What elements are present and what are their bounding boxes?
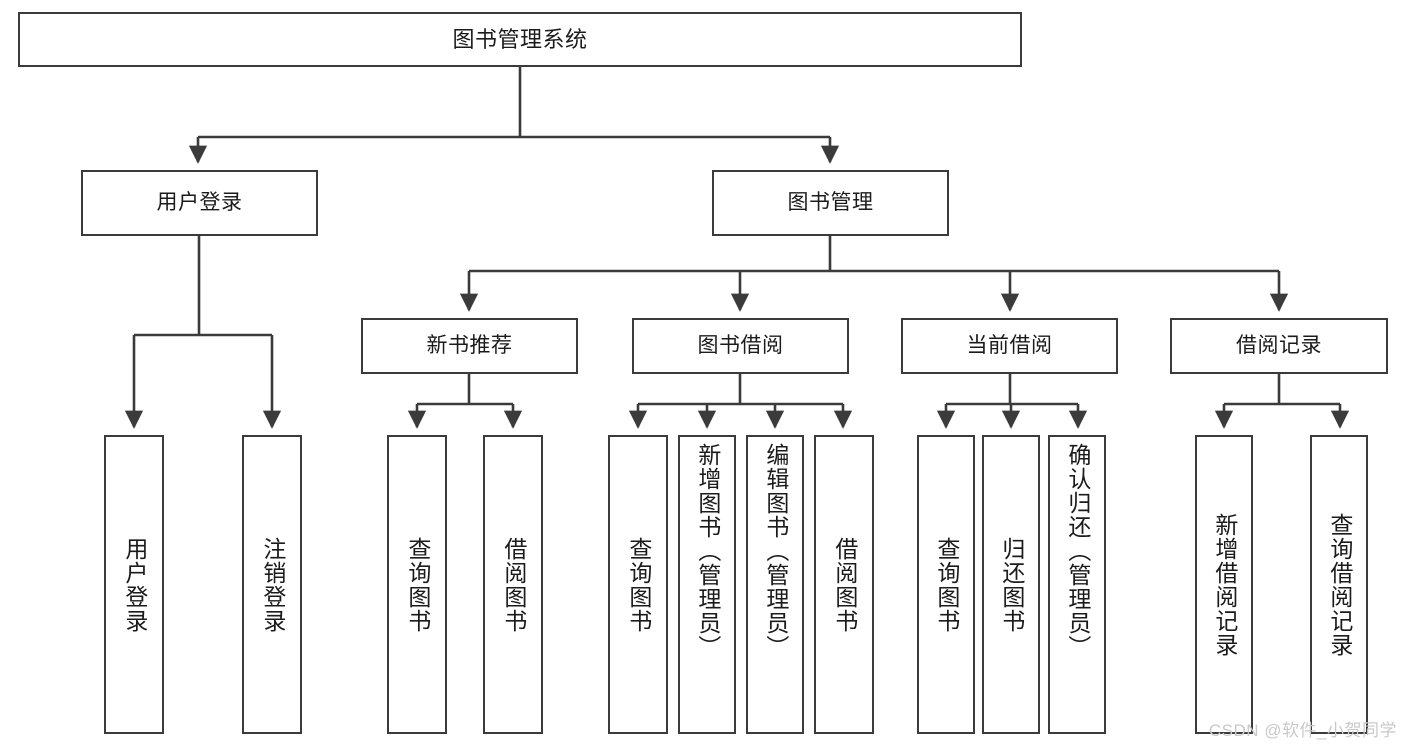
node-leaf-add-book-label: 新增图书（管理员） — [694, 443, 721, 659]
node-book-borrow[interactable]: 图书借阅 — [632, 318, 849, 374]
node-leaf-query-book-1-label: 查询图书 — [404, 536, 431, 633]
node-borrow-record[interactable]: 借阅记录 — [1170, 318, 1388, 374]
node-leaf-add-record-label: 新增借阅记录 — [1211, 512, 1238, 657]
node-current-borrow[interactable]: 当前借阅 — [901, 318, 1118, 374]
node-leaf-user-logout[interactable]: 注销登录 — [242, 435, 302, 734]
node-leaf-user-login[interactable]: 用户登录 — [104, 435, 164, 734]
node-user-login[interactable]: 用户登录 — [81, 170, 318, 236]
node-leaf-user-login-label: 用户登录 — [121, 536, 148, 633]
node-leaf-edit-book[interactable]: 编辑图书（管理员） — [746, 435, 804, 734]
node-borrow-record-label: 借阅记录 — [1236, 333, 1322, 357]
node-book-manage[interactable]: 图书管理 — [712, 170, 949, 236]
node-root[interactable]: 图书管理系统 — [18, 12, 1022, 67]
node-leaf-borrow-book-2[interactable]: 借阅图书 — [814, 435, 874, 734]
node-leaf-query-book-1[interactable]: 查询图书 — [387, 435, 447, 734]
node-book-borrow-label: 图书借阅 — [697, 333, 784, 357]
node-root-label: 图书管理系统 — [452, 26, 588, 52]
node-leaf-borrow-book-1-label: 借阅图书 — [500, 536, 527, 633]
node-leaf-borrow-book-1[interactable]: 借阅图书 — [483, 435, 543, 734]
node-leaf-query-book-3-label: 查询图书 — [933, 536, 960, 633]
node-leaf-return-book-label: 归还图书 — [998, 536, 1025, 633]
node-leaf-query-book-2-label: 查询图书 — [625, 536, 652, 633]
node-book-manage-label: 图书管理 — [787, 190, 874, 214]
node-user-login-label: 用户登录 — [156, 190, 243, 214]
node-leaf-confirm-return[interactable]: 确认归还（管理员） — [1048, 435, 1106, 734]
node-leaf-borrow-book-2-label: 借阅图书 — [831, 536, 858, 633]
node-leaf-query-book-2[interactable]: 查询图书 — [608, 435, 668, 734]
node-new-book-recommend-label: 新书推荐 — [426, 333, 513, 357]
node-leaf-confirm-return-label: 确认归还（管理员） — [1064, 443, 1091, 659]
node-leaf-add-book[interactable]: 新增图书（管理员） — [678, 435, 736, 734]
node-leaf-add-record[interactable]: 新增借阅记录 — [1195, 435, 1253, 734]
node-leaf-query-book-3[interactable]: 查询图书 — [917, 435, 975, 734]
node-current-borrow-label: 当前借阅 — [966, 333, 1053, 357]
node-leaf-edit-book-label: 编辑图书（管理员） — [762, 443, 789, 659]
node-leaf-user-logout-label: 注销登录 — [259, 536, 286, 633]
node-new-book-recommend[interactable]: 新书推荐 — [361, 318, 578, 374]
node-leaf-return-book[interactable]: 归还图书 — [982, 435, 1040, 734]
node-leaf-query-record-label: 查询借阅记录 — [1326, 512, 1353, 657]
watermark: CSDN @软件_小贺同学 — [1208, 721, 1397, 740]
node-leaf-query-record[interactable]: 查询借阅记录 — [1310, 435, 1368, 734]
